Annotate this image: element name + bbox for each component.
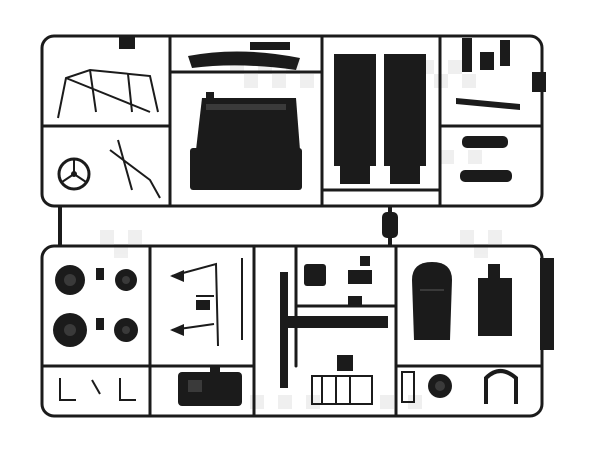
gearbox-parts bbox=[311, 355, 373, 405]
bracket-small-parts bbox=[59, 378, 136, 401]
wheel-parts bbox=[53, 265, 138, 347]
arrow-tip-parts bbox=[170, 270, 210, 336]
side-panel-left-part bbox=[334, 54, 376, 184]
steering-wheel-part bbox=[57, 157, 91, 191]
upper-sprue-frame bbox=[40, 34, 544, 208]
side-panel-right-part bbox=[384, 54, 426, 184]
engine-block-part bbox=[178, 366, 242, 406]
roll-cage-part bbox=[57, 68, 159, 119]
center-runner bbox=[58, 206, 398, 246]
body-tub-part bbox=[190, 92, 302, 190]
hood-panel-part bbox=[188, 42, 300, 70]
watermark-logo bbox=[100, 60, 502, 409]
seat-part bbox=[412, 262, 452, 340]
dashboard-part bbox=[478, 258, 554, 350]
ring-and-arch-parts bbox=[401, 369, 518, 404]
chassis-frame-part bbox=[280, 256, 388, 388]
small-detail-parts bbox=[456, 38, 546, 182]
linkage-parts bbox=[109, 37, 161, 199]
